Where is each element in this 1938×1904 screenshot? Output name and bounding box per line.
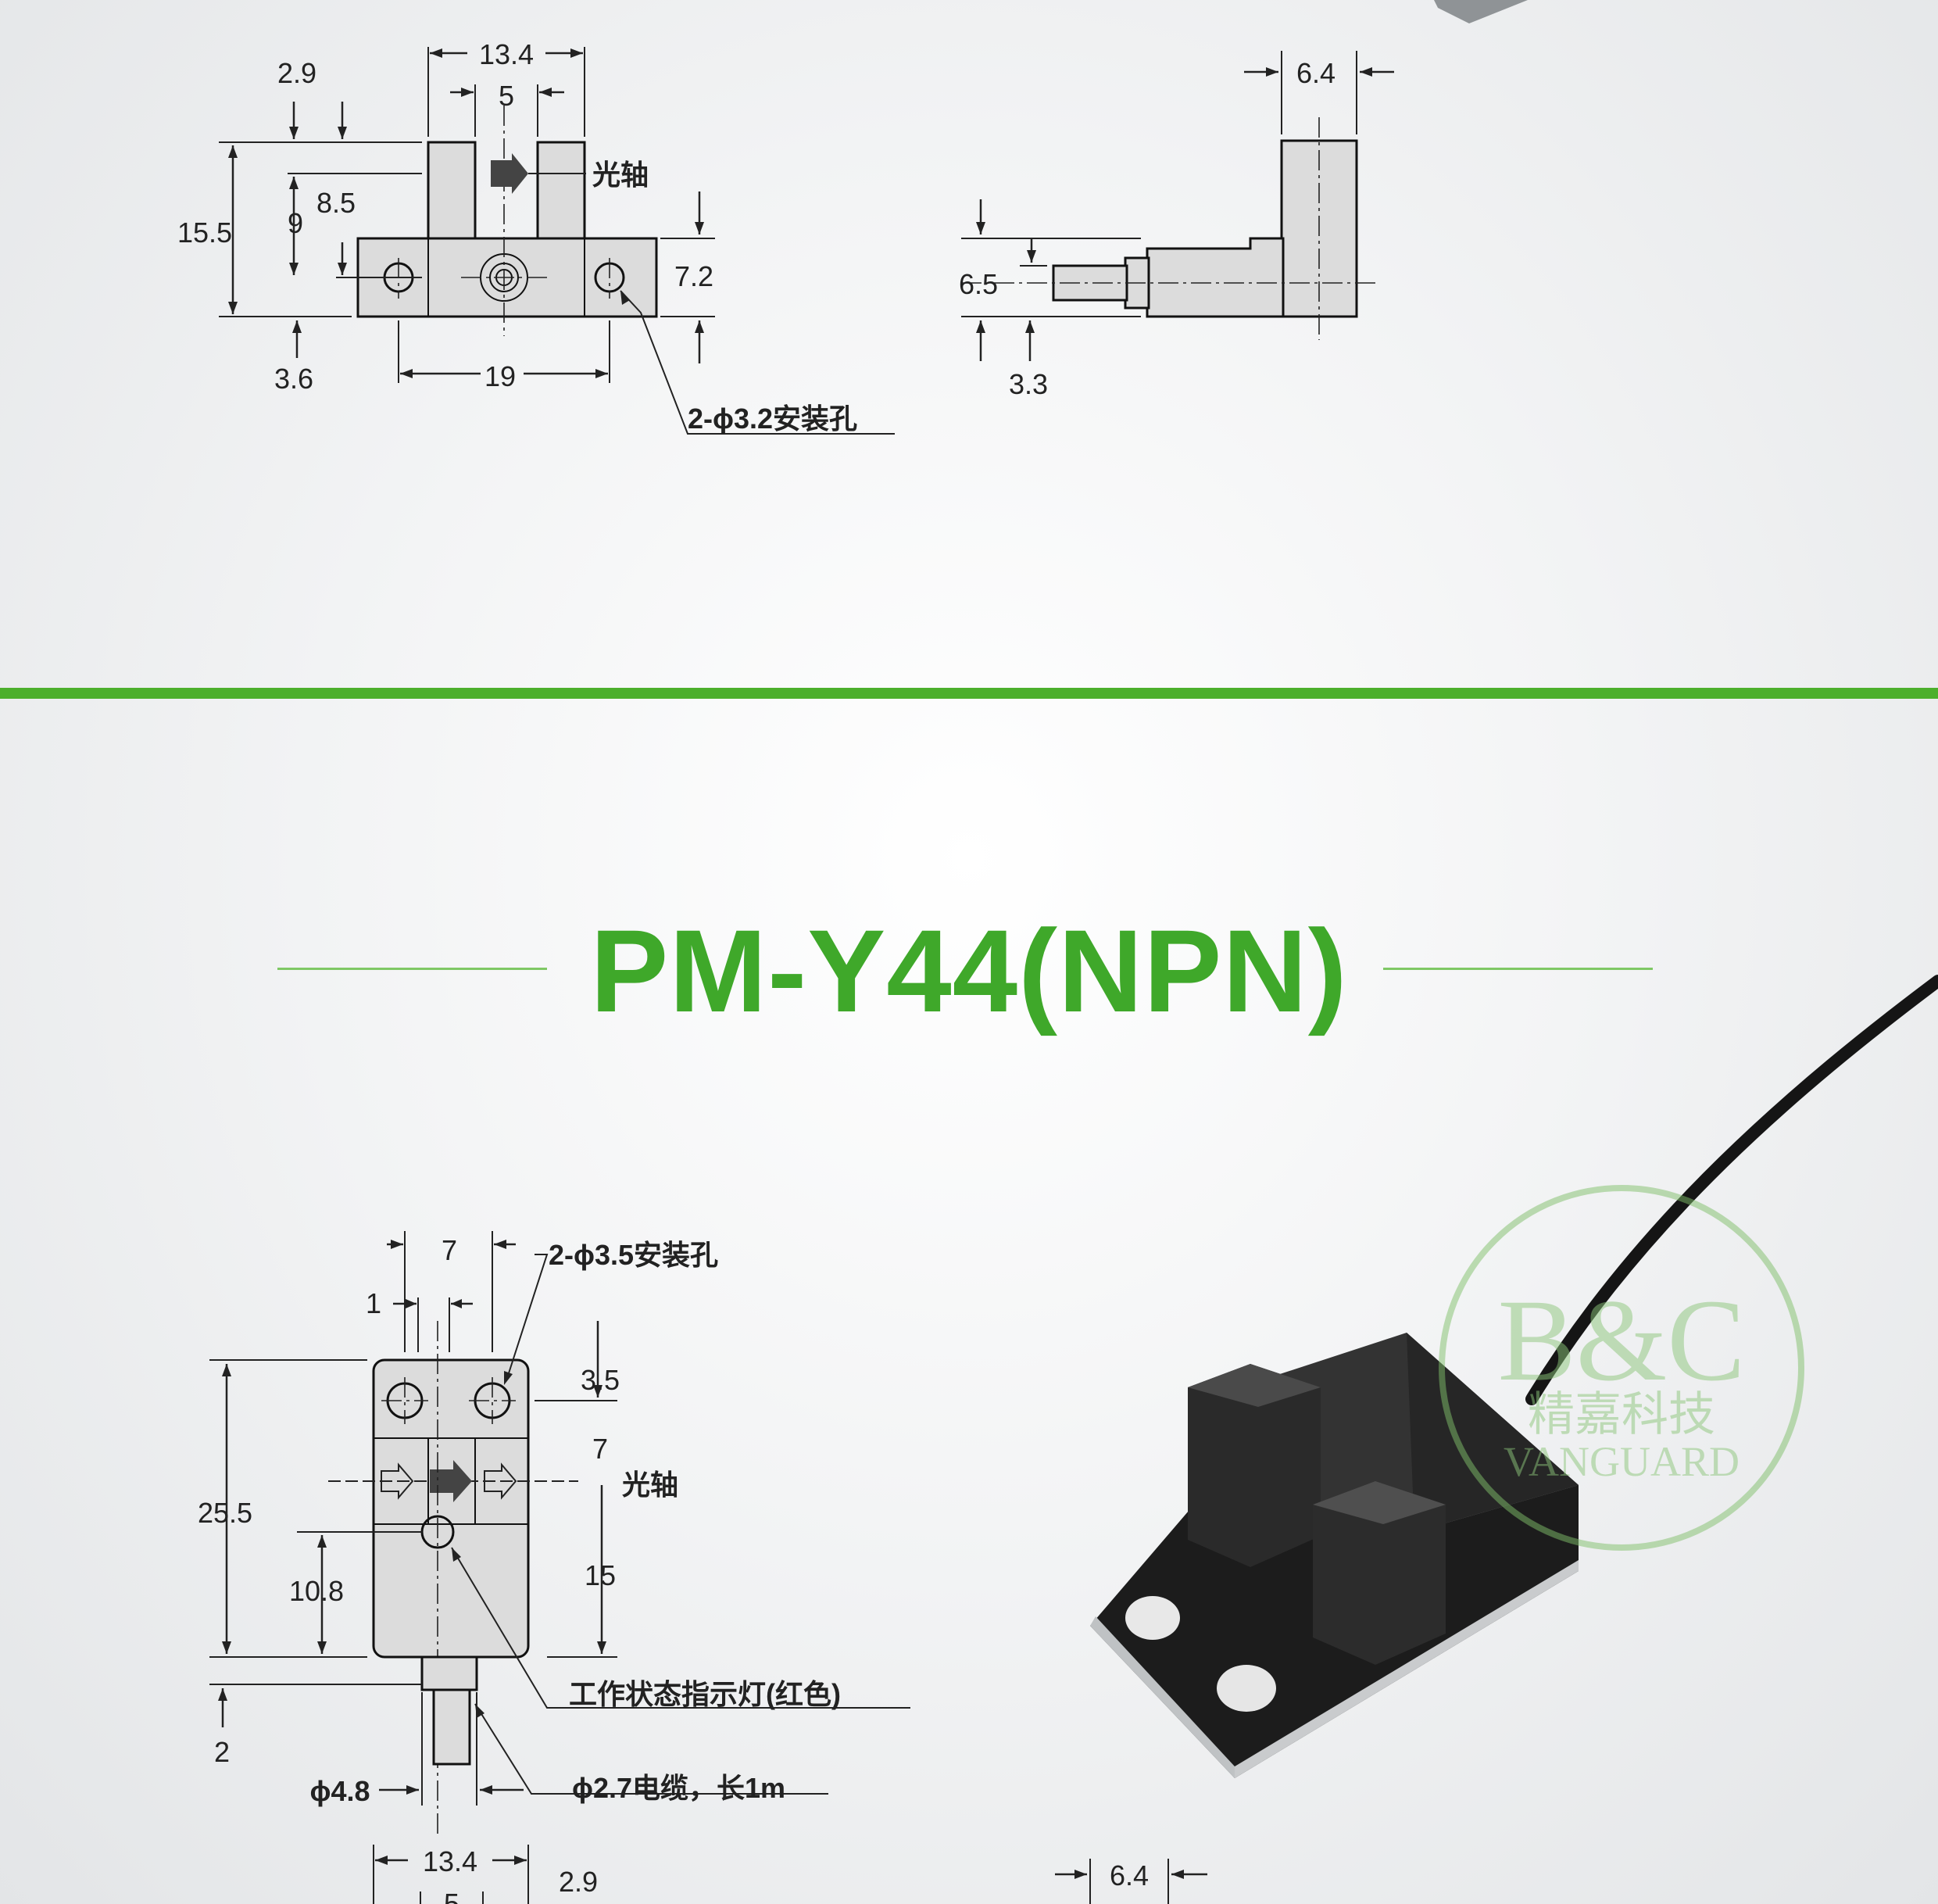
top-front-view <box>356 106 658 336</box>
title-rule-left <box>277 968 547 970</box>
bottom-side-view: 6.4 <box>1055 1859 1207 1904</box>
mounting-holes-label: 2-ϕ3.5安装孔 <box>549 1239 718 1271</box>
indicator-label: 工作状态指示灯(红色) <box>569 1678 841 1710</box>
product-photo <box>1090 975 1938 1778</box>
dim-bottom-overall-width: 13.4 <box>423 1845 477 1877</box>
mounting-holes-label: 2-ϕ3.2安装孔 <box>688 403 857 435</box>
dim-top-offset: 2.9 <box>277 57 316 89</box>
optical-axis-label: 光轴 <box>622 1469 678 1501</box>
dim-base-height: 7.2 <box>674 260 713 292</box>
dim-cable-height: 6.5 <box>959 268 998 300</box>
bottom-front-dimensions: 7 1 2-ϕ3.5安装孔 3.5 7 光轴 25.5 10.8 15 工作状态… <box>198 1231 910 1904</box>
optical-axis-arrow-icon <box>430 1460 472 1502</box>
dim-hole-pitch: 7 <box>442 1234 457 1266</box>
optical-axis-arrow-icon <box>491 153 528 194</box>
top-drawing-panel: 13.4 5 2.9 15.5 9 8.5 3.6 19 7.2 光轴 2-ϕ3… <box>0 0 1938 688</box>
page-title: PM-Y44(NPN) <box>590 905 1348 1036</box>
cable-label: ϕ2.7电缆，长1m <box>572 1772 785 1804</box>
watermark-brand: B&C <box>1498 1276 1746 1405</box>
section-divider <box>0 688 1938 699</box>
dim-side-width: 6.4 <box>1296 57 1336 89</box>
dim-indicator-height: 10.8 <box>289 1575 344 1607</box>
bottom-drawing-panel: B&C 精嘉科技 VANGUARD <box>0 699 1938 1904</box>
top-side-view: 6.4 6.5 3.3 <box>959 51 1394 400</box>
dim-total-height: 15.5 <box>177 217 232 249</box>
dim-cable-length: 2 <box>214 1736 230 1768</box>
dim-hole-spacing: 19 <box>484 360 516 392</box>
dim-base-offset: 3.6 <box>274 363 313 395</box>
bottom-front-view <box>328 1321 578 1837</box>
title-rule-right <box>1383 968 1653 970</box>
bottom-dimension-drawing: B&C 精嘉科技 VANGUARD <box>198 975 1938 1904</box>
dim-axis-spacing: 7 <box>592 1433 608 1465</box>
dim-boss-diameter: ϕ4.8 <box>309 1775 370 1807</box>
dim-slot-depth: 9 <box>288 207 303 239</box>
dim-offset: 1 <box>366 1287 381 1319</box>
dim-bottom-side-width: 6.4 <box>1110 1859 1149 1891</box>
dim-optical-axis-height: 8.5 <box>316 187 356 219</box>
axis-arrow-right-icon <box>484 1462 517 1500</box>
dim-bottom-slot-width: 5 <box>444 1888 459 1904</box>
dim-cable-offset: 3.3 <box>1009 368 1048 400</box>
top-dimension-drawing: 13.4 5 2.9 15.5 9 8.5 3.6 19 7.2 光轴 2-ϕ3… <box>177 0 1528 435</box>
dim-bottom-top-offset: 2.9 <box>559 1866 598 1898</box>
optical-axis-label: 光轴 <box>592 159 649 191</box>
dim-axis-height: 15 <box>585 1559 616 1591</box>
watermark-cn-name: 精嘉科技 <box>1528 1388 1715 1441</box>
top-front-dimensions: 13.4 5 2.9 15.5 9 8.5 3.6 19 7.2 光轴 2-ϕ3… <box>177 38 895 435</box>
sensor-corner-image <box>1434 0 1528 23</box>
dim-slot-width: 5 <box>499 80 514 112</box>
brand-watermark: B&C 精嘉科技 VANGUARD <box>1439 1185 1804 1551</box>
dim-total-height: 25.5 <box>198 1497 252 1529</box>
dim-overall-width: 13.4 <box>479 38 534 70</box>
watermark-en-name: VANGUARD <box>1504 1438 1740 1485</box>
dim-hole-top-offset: 3.5 <box>581 1364 620 1396</box>
axis-arrow-left-icon <box>381 1462 414 1500</box>
